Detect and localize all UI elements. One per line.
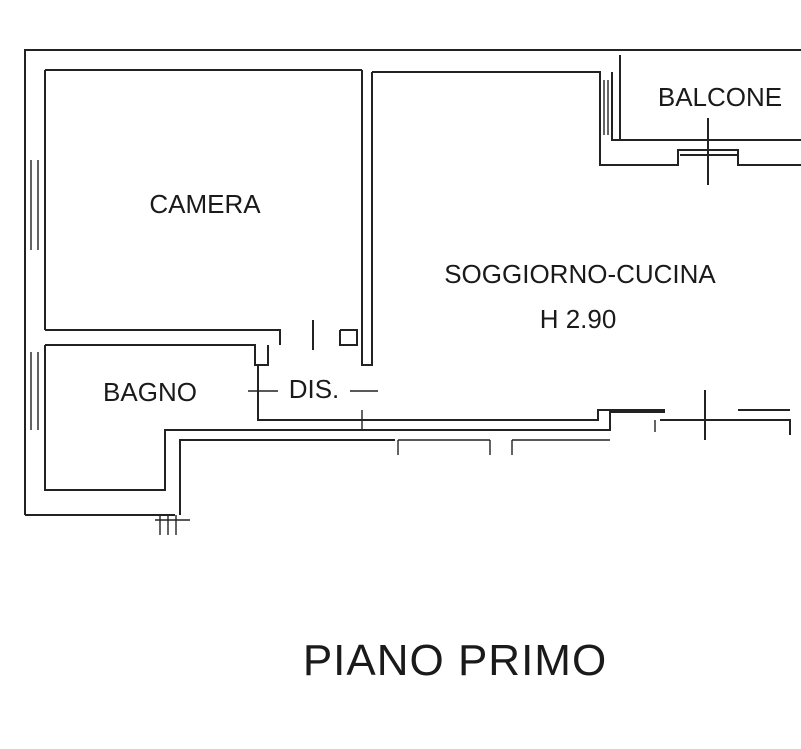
room-label-bagno: BAGNO (103, 377, 197, 407)
room-label-dis: DIS. (289, 374, 340, 404)
room-label-camera: CAMERA (149, 189, 261, 219)
living-walls (257, 55, 801, 455)
room-label-balcone: BALCONE (658, 82, 782, 112)
camera-walls (45, 70, 373, 366)
plan-title: PIANO PRIMO (303, 636, 607, 685)
outer-walls (24, 49, 801, 535)
room-label-soggiorno-cucina: SOGGIORNO-CUCINA (444, 259, 716, 289)
room-height-label: H 2.90 (540, 304, 617, 334)
